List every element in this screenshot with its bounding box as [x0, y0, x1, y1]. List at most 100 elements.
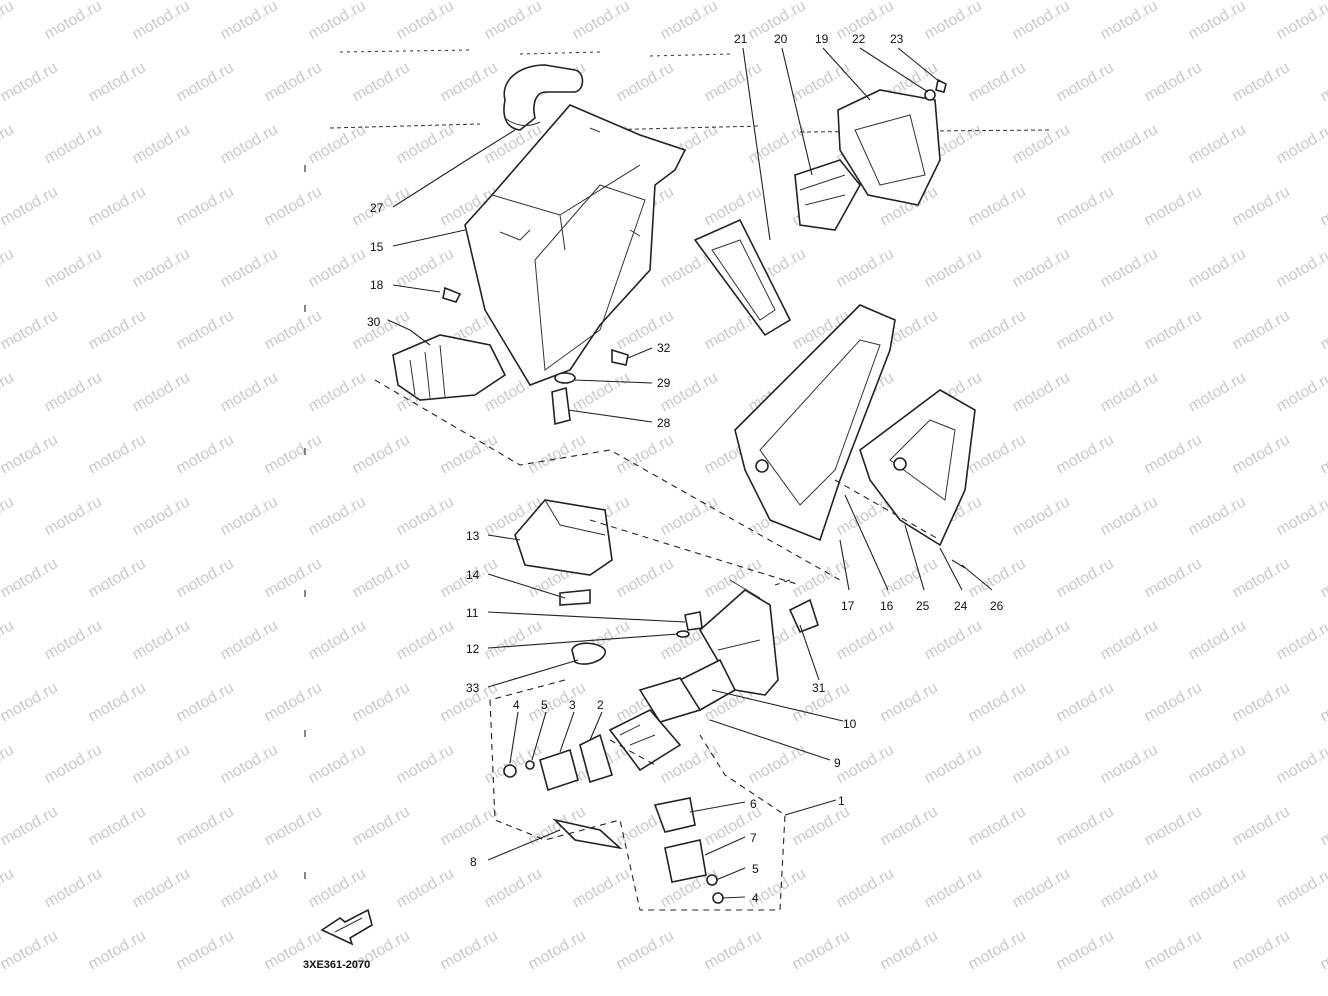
watermark-text: motod.ru — [1098, 0, 1161, 43]
watermark-text: motod.ru — [350, 307, 413, 353]
callout-29: 29 — [657, 376, 671, 390]
watermark-text: motod.ru — [1230, 679, 1293, 725]
watermark-text: motod.ru — [482, 865, 545, 911]
carburetor-joint — [571, 579, 819, 723]
watermark-text: motod.ru — [570, 0, 633, 43]
watermark-text: motod.ru — [1010, 245, 1073, 291]
watermark-text: motod.ru — [482, 617, 545, 663]
watermark-text: motod.ru — [42, 0, 105, 43]
watermark-text: motod.ru — [1010, 741, 1073, 787]
watermark-text: motod.ru — [966, 431, 1029, 477]
watermark-text: motod.ru — [1318, 927, 1328, 973]
callout-15: 15 — [370, 240, 384, 254]
watermark-text: motod.ru — [0, 803, 61, 849]
callout-14: 14 — [466, 568, 480, 582]
watermark-text: motod.ru — [702, 927, 765, 973]
intake-cover — [514, 499, 613, 606]
watermark-text: motod.ru — [1010, 617, 1073, 663]
watermark-text: motod.ru — [790, 555, 853, 601]
watermark-text: motod.ru — [86, 431, 149, 477]
drawing-code: 3XE361-2070 — [303, 959, 370, 971]
callout-17: 17 — [841, 599, 855, 613]
watermark-text: motod.ru — [306, 0, 369, 43]
watermark-text: motod.ru — [1054, 803, 1117, 849]
watermark-text: motod.ru — [966, 307, 1029, 353]
watermark-text: motod.ru — [790, 803, 853, 849]
watermark-text: motod.ru — [922, 0, 985, 43]
watermark-text: motod.ru — [438, 431, 501, 477]
watermark-text: motod.ru — [1318, 431, 1328, 477]
watermark-text: motod.ru — [262, 803, 325, 849]
watermark-text: motod.ru — [1098, 121, 1161, 167]
callout-18: 18 — [370, 278, 384, 292]
watermark-text: motod.ru — [174, 307, 237, 353]
watermark-text: motod.ru — [438, 927, 501, 973]
watermark-text: motod.ru — [262, 307, 325, 353]
callout-27: 27 — [370, 201, 384, 215]
watermark-text: motod.ru — [86, 679, 149, 725]
watermark-text: motod.ru — [306, 245, 369, 291]
watermark-text: motod.ru — [130, 865, 193, 911]
watermark-text: motod.ru — [878, 679, 941, 725]
watermark-text: motod.ru — [174, 555, 237, 601]
watermark-text: motod.ru — [482, 0, 545, 43]
watermark-text: motod.ru — [0, 183, 61, 229]
watermark-text: motod.ru — [1142, 803, 1205, 849]
watermark-text: motod.ru — [1274, 0, 1328, 43]
watermark-text: motod.ru — [262, 679, 325, 725]
watermark-text: motod.ru — [746, 741, 809, 787]
watermark-text: motod.ru — [1318, 803, 1328, 849]
watermark-text: motod.ru — [966, 803, 1029, 849]
watermark-text: motod.ru — [394, 121, 457, 167]
watermark-text: motod.ru — [1318, 59, 1328, 105]
watermark-text: motod.ru — [306, 617, 369, 663]
watermark-text: motod.ru — [1274, 245, 1328, 291]
watermark-text: motod.ru — [702, 555, 765, 601]
callout-6: 6 — [750, 797, 757, 811]
callout-1: 1 — [838, 794, 845, 808]
watermark-text: motod.ru — [1054, 431, 1117, 477]
watermark-text: motod.ru — [1010, 865, 1073, 911]
watermark-text: motod.ru — [0, 369, 17, 415]
intake-snorkel — [503, 64, 584, 131]
watermark-text: motod.ru — [1098, 245, 1161, 291]
callout-10: 10 — [843, 717, 857, 731]
watermark-text: motod.ru — [1142, 183, 1205, 229]
callout-16: 16 — [880, 599, 894, 613]
watermark-text: motod.ru — [0, 59, 61, 105]
watermark-text: motod.ru — [262, 59, 325, 105]
watermark-text: motod.ru — [0, 741, 17, 787]
watermark-text: motod.ru — [0, 121, 17, 167]
watermark-text: motod.ru — [1186, 493, 1249, 539]
watermark-text: motod.ru — [218, 121, 281, 167]
watermark-text: motod.ru — [1230, 555, 1293, 601]
watermark-text: motod.ru — [350, 803, 413, 849]
watermark-text: motod.ru — [1142, 679, 1205, 725]
callout-25: 25 — [916, 599, 930, 613]
callout-22: 22 — [852, 32, 866, 46]
watermark-text: motod.ru — [1186, 369, 1249, 415]
watermark-text: motod.ru — [0, 679, 61, 725]
watermark-text: motod.ru — [42, 865, 105, 911]
watermark-text: motod.ru — [570, 865, 633, 911]
callout-28: 28 — [657, 416, 671, 430]
watermark-text: motod.ru — [218, 245, 281, 291]
watermark-text: motod.ru — [834, 865, 897, 911]
watermark-text: motod.ru — [1230, 803, 1293, 849]
watermark-text: motod.ru — [218, 493, 281, 539]
watermark-text: motod.ru — [1230, 307, 1293, 353]
watermark-text: motod.ru — [834, 741, 897, 787]
watermark-text: motod.ru — [394, 741, 457, 787]
watermark-text: motod.ru — [1318, 555, 1328, 601]
watermark-text: motod.ru — [614, 59, 677, 105]
watermark-text: motod.ru — [834, 245, 897, 291]
watermark-text: motod.ru — [922, 865, 985, 911]
watermark-text: motod.ru — [86, 307, 149, 353]
watermark-text: motod.ru — [306, 741, 369, 787]
callout-33: 33 — [466, 681, 480, 695]
watermark-text: motod.ru — [614, 927, 677, 973]
watermark-text: motod.ru — [350, 431, 413, 477]
watermark-text: motod.ru — [0, 617, 17, 663]
watermark-text: motod.ru — [1054, 555, 1117, 601]
watermark-text: motod.ru — [1054, 927, 1117, 973]
